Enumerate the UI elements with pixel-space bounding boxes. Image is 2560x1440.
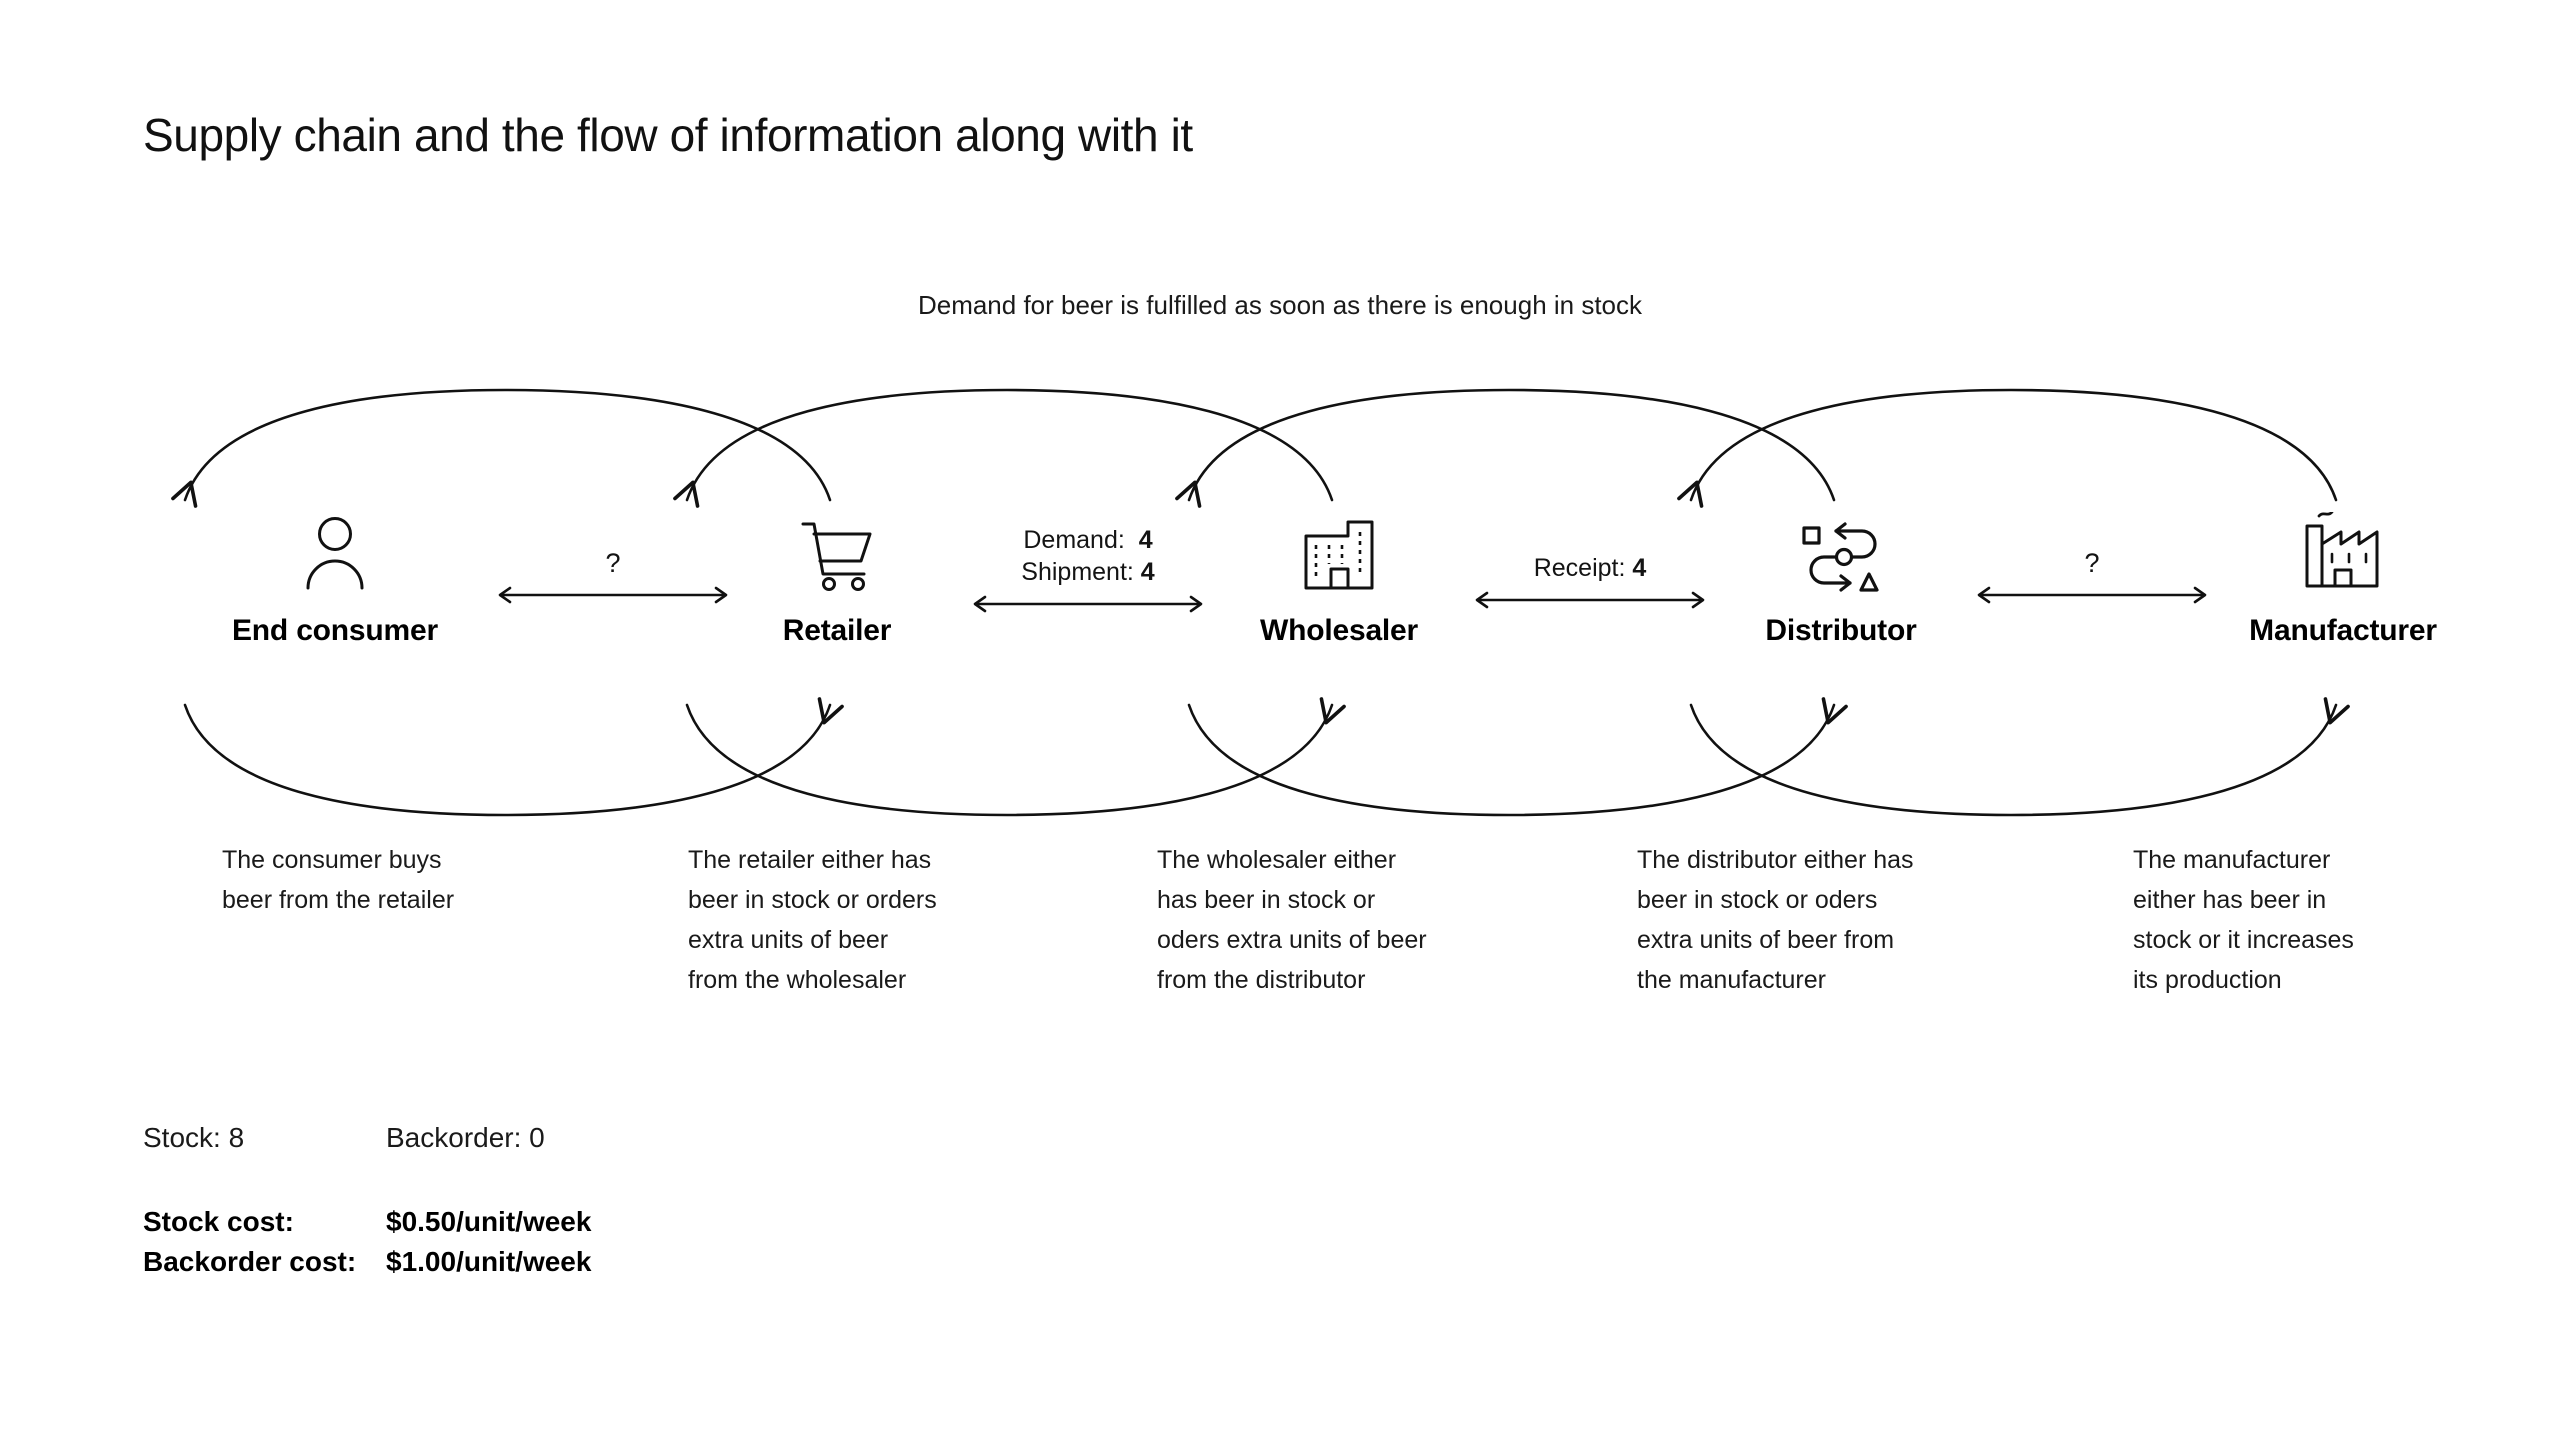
stock-value: Stock: 8	[143, 1122, 245, 1153]
node-distributor[interactable]: Distributor	[1691, 510, 1991, 648]
stock-cost-row: Stock cost: $0.50/unit/week	[143, 1202, 591, 1242]
link-value-labels: Demand: 4 Shipment: 4	[938, 524, 1238, 588]
arc-top-wholesaler-distributor	[1175, 388, 1836, 508]
demand-row: Demand: 4	[1023, 526, 1153, 554]
arc-bottom-distributor-manufacturer	[1689, 697, 2350, 817]
stock-cost-value: $0.50/unit/week	[386, 1206, 592, 1237]
link-retailer-wholesaler: Demand: 4 Shipment: 4	[938, 524, 1238, 619]
backorder-cost-label: Backorder cost:	[143, 1245, 357, 1277]
link-value-labels: Receipt: 4	[1440, 552, 1740, 584]
backorder-value: Backorder: 0	[386, 1122, 545, 1153]
description-retailer: The retailer either has beer in stock or…	[688, 846, 937, 994]
node-end-consumer[interactable]: End consumer	[185, 510, 485, 648]
link-wholesaler-distributor: Receipt: 4	[1440, 552, 1740, 615]
stats-panel: Stock: 8 Backorder: 0 Stock cost: $0.50/…	[143, 1122, 591, 1282]
double-arrow-icon	[1440, 590, 1740, 615]
arc-top-distributor-manufacturer	[1677, 388, 2338, 508]
node-label: Manufacturer	[2249, 614, 2437, 647]
double-arrow-icon	[463, 585, 763, 610]
shopping-cart-icon	[687, 510, 987, 592]
arc-bottom-consumer-retailer	[183, 697, 844, 817]
backorder-cost-value: $1.00/unit/week	[386, 1245, 592, 1277]
node-label: Distributor	[1765, 614, 1917, 647]
flow-caption: Demand for beer is fulfilled as soon as …	[917, 290, 1643, 320]
node-label: Retailer	[782, 614, 892, 647]
description-wholesaler: The wholesaler either has beer in stock …	[1157, 846, 1427, 994]
receipt-row: Receipt: 4	[1533, 554, 1647, 582]
node-label: End consumer	[232, 614, 438, 647]
description-manufacturer: The manufacturer either has beer in stoc…	[2133, 846, 2354, 994]
description-distributor: The distributor either has beer in stock…	[1637, 846, 1914, 994]
double-arrow-icon	[1942, 585, 2242, 610]
factory-icon	[2193, 510, 2493, 592]
backorder-cost-row: Backorder cost: $1.00/unit/week	[143, 1242, 591, 1282]
link-unknown-marker: ?	[605, 548, 621, 578]
arc-bottom-retailer-wholesaler	[685, 697, 1346, 817]
cost-table: Stock cost: $0.50/unit/week Backorder co…	[143, 1202, 591, 1282]
node-label: Wholesaler	[1259, 614, 1419, 647]
shipment-row: Shipment: 4	[1021, 558, 1155, 586]
arc-top-consumer-retailer	[171, 388, 832, 508]
distribution-route-icon	[1691, 510, 1991, 592]
link-unknown-marker: ?	[2084, 548, 2100, 578]
description-end-consumer: The consumer buys beer from the retailer	[222, 846, 455, 914]
stock-status-row: Stock: 8 Backorder: 0	[143, 1122, 591, 1154]
stock-cost-label: Stock cost:	[143, 1206, 294, 1237]
node-retailer[interactable]: Retailer	[687, 510, 987, 648]
warehouse-building-icon	[1189, 510, 1489, 592]
page-title: Supply chain and the flow of information…	[143, 109, 1193, 161]
person-icon	[185, 510, 485, 592]
link-consumer-retailer: ?	[463, 548, 763, 610]
link-distributor-manufacturer: ?	[1942, 548, 2242, 610]
node-wholesaler[interactable]: Wholesaler	[1189, 510, 1489, 648]
arc-top-retailer-wholesaler	[673, 388, 1334, 508]
node-manufacturer[interactable]: Manufacturer	[2193, 510, 2493, 648]
double-arrow-icon	[938, 594, 1238, 619]
arc-bottom-wholesaler-distributor	[1187, 697, 1848, 817]
